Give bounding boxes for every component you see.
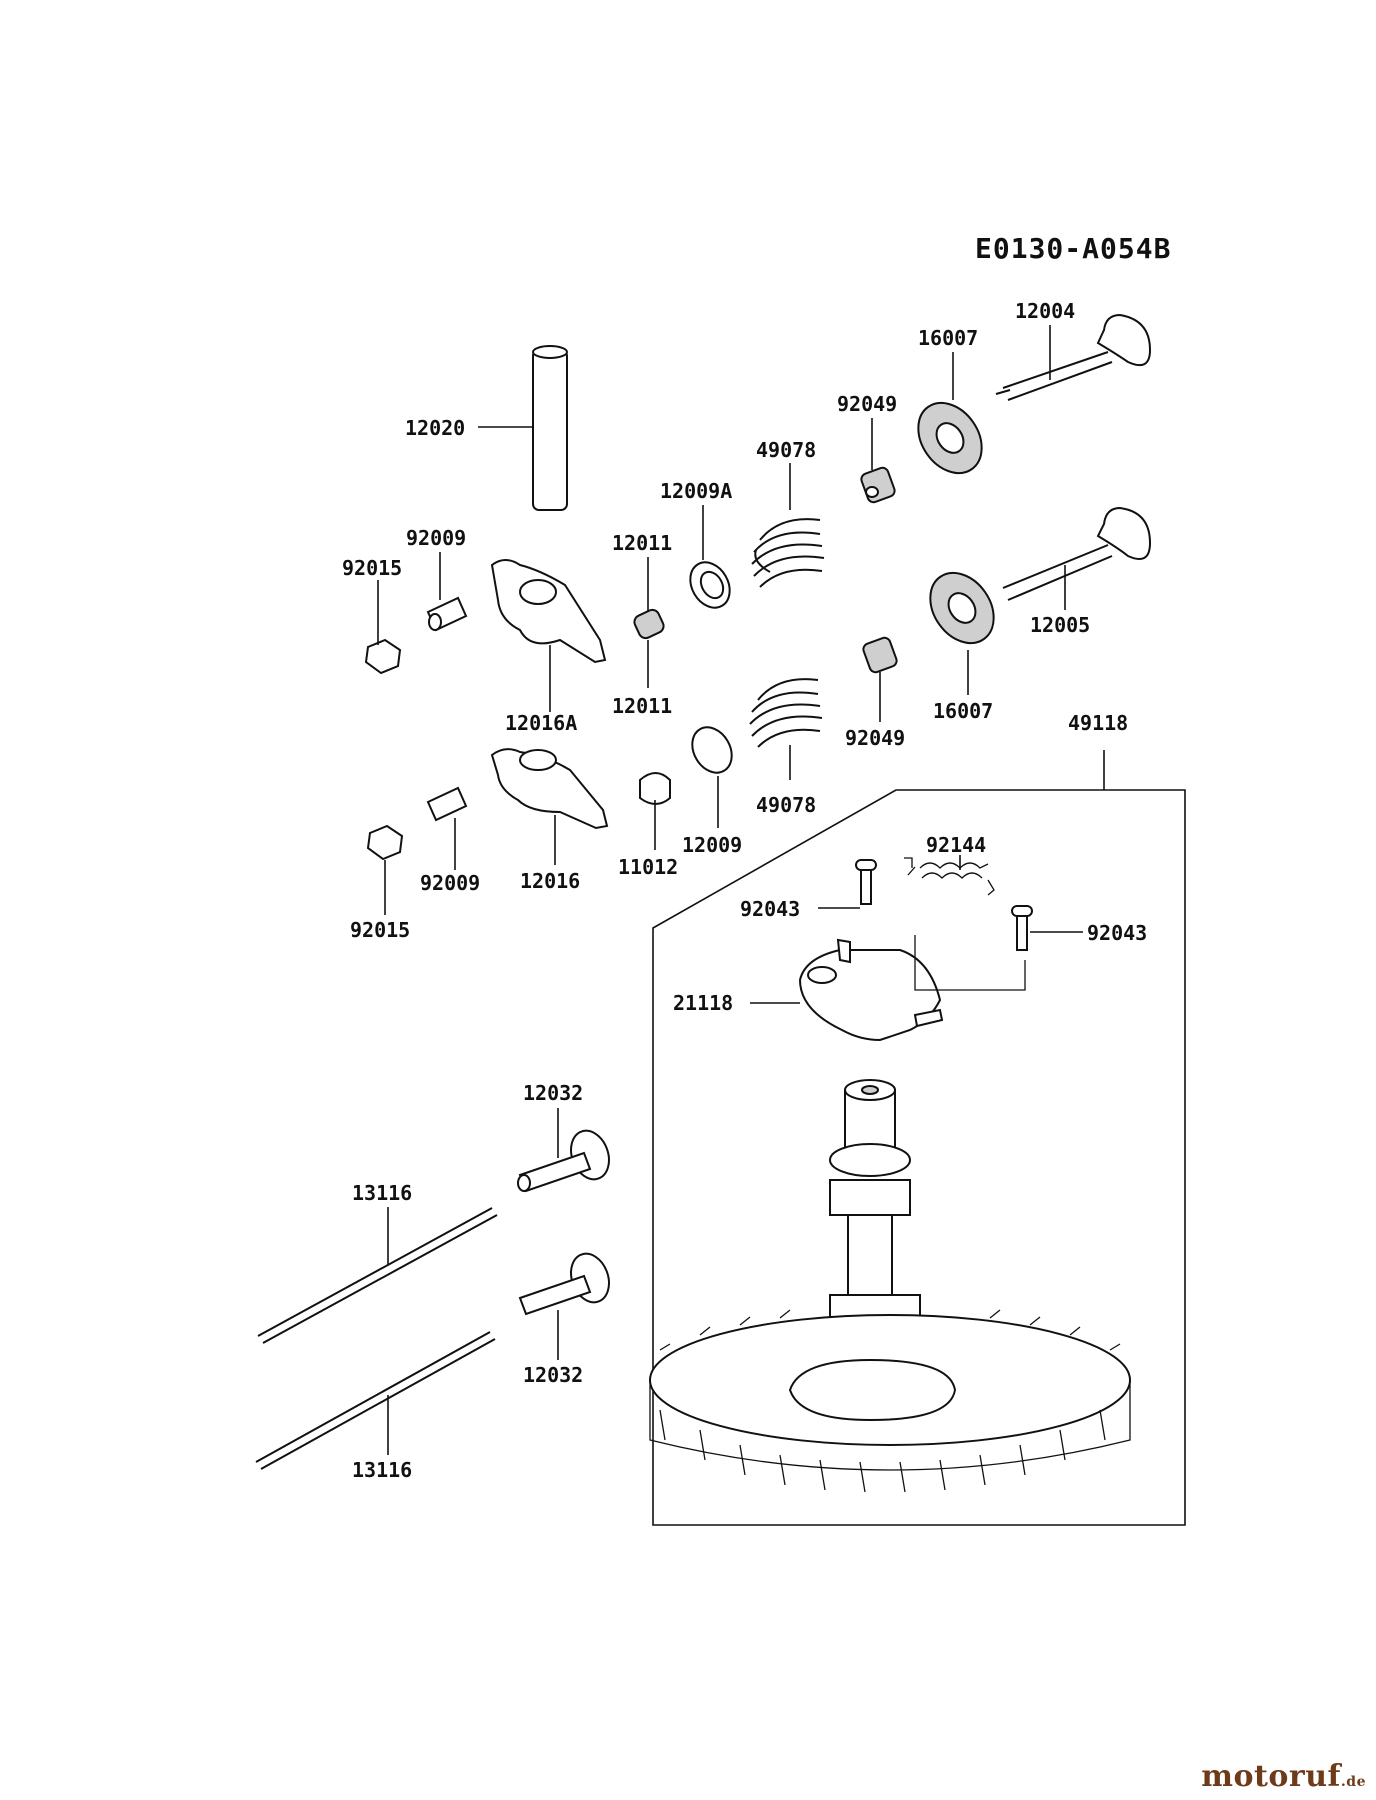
camshaft-box	[652, 789, 1186, 1526]
collet-top-drawing	[633, 608, 665, 640]
camshaft-drawing	[649, 1079, 1131, 1493]
label-12020: 12020	[405, 416, 465, 440]
decomp-weight-drawing	[798, 938, 944, 1042]
retainer-bottom-drawing	[929, 571, 995, 645]
label-49078-bottom: 49078	[756, 793, 816, 817]
label-92009-bottom: 92009	[420, 871, 480, 895]
valve-bottom-drawing	[1002, 506, 1152, 601]
pushrod-a-drawing	[257, 1207, 498, 1344]
label-92049-top: 92049	[837, 392, 897, 416]
valve-top-drawing	[995, 313, 1152, 401]
seal-bottom-drawing	[862, 636, 898, 674]
adjust-screw-top-drawing	[426, 596, 468, 632]
label-11012: 11012	[618, 855, 678, 879]
tappet-a-drawing	[517, 1129, 610, 1193]
spring-seat-top-drawing	[689, 561, 731, 609]
label-13116-bottom: 13116	[352, 1458, 412, 1482]
label-92009-top: 92009	[406, 526, 466, 550]
retainer-top-drawing	[917, 401, 983, 475]
tappet-b-drawing	[518, 1252, 610, 1316]
label-16007-top: 16007	[918, 326, 978, 350]
watermark-logo: motoruf.de	[1201, 1759, 1366, 1794]
label-92015-bottom: 92015	[350, 918, 410, 942]
label-92015-top: 92015	[342, 556, 402, 580]
spring-seat-bottom-drawing	[691, 726, 733, 774]
label-12004: 12004	[1015, 299, 1075, 323]
label-21118: 21118	[673, 991, 733, 1015]
seal-top-drawing	[860, 466, 896, 504]
label-12011-top: 12011	[612, 531, 672, 555]
pushrod-b-drawing	[255, 1331, 496, 1470]
label-12016A: 12016A	[505, 711, 577, 735]
label-49078-top: 49078	[756, 438, 816, 462]
watermark-tld: .de	[1340, 1774, 1366, 1790]
label-12011-bottom: 12011	[612, 694, 672, 718]
spring-92144-drawing	[904, 857, 995, 896]
nut-top-drawing	[364, 638, 402, 675]
label-12009: 12009	[682, 833, 742, 857]
leader-lines	[377, 325, 1083, 1455]
part-labels: 12004 16007 92049 49078 12009A 12011 120…	[342, 299, 1147, 1482]
diagram-code: E0130-A054B	[975, 232, 1171, 265]
rocker-shaft-drawing	[532, 345, 568, 511]
nut-bottom-drawing	[366, 824, 404, 861]
spring-bottom-drawing	[749, 678, 823, 748]
label-12032-top: 12032	[523, 1081, 583, 1105]
label-92043-right: 92043	[1087, 921, 1147, 945]
label-12009A: 12009A	[660, 479, 732, 503]
label-49118: 49118	[1068, 711, 1128, 735]
label-92144: 92144	[926, 833, 986, 857]
cap-drawing	[639, 772, 671, 805]
rocker-arm-drawing	[490, 748, 609, 830]
rocker-arm-A-drawing	[490, 559, 607, 664]
adjust-screw-bottom-drawing	[426, 786, 468, 822]
label-12005: 12005	[1030, 613, 1090, 637]
spring-top-drawing	[751, 518, 825, 588]
label-13116-top: 13116	[352, 1181, 412, 1205]
watermark-name: motoruf	[1201, 1759, 1341, 1794]
pin-b-drawing	[1011, 905, 1033, 951]
label-12032-bottom: 12032	[523, 1363, 583, 1387]
pin-a-drawing	[855, 859, 877, 905]
label-16007-bottom: 16007	[933, 699, 993, 723]
label-12016: 12016	[520, 869, 580, 893]
label-92043-left: 92043	[740, 897, 800, 921]
label-92049-bottom: 92049	[845, 726, 905, 750]
